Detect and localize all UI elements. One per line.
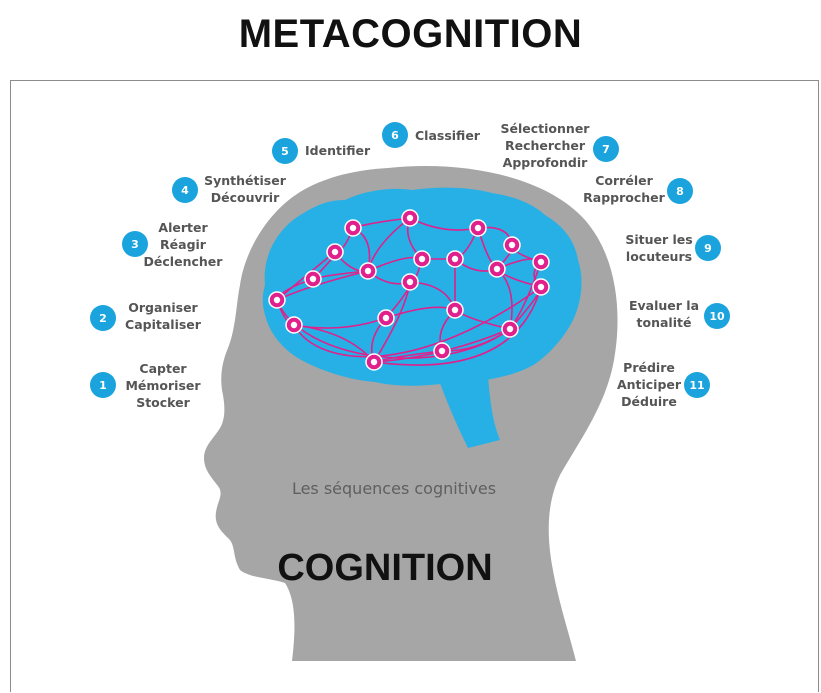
neuron-node <box>433 342 451 360</box>
step-number: 11 <box>689 379 704 392</box>
step-label-line: Rapprocher <box>583 190 665 205</box>
step-10: 10 Evaluer la tonalité <box>629 298 732 331</box>
step-label-line: Identifier <box>305 143 371 158</box>
step-label-line: Sélectionner <box>501 121 591 136</box>
neuron-node <box>532 253 550 271</box>
step-number: 10 <box>709 310 725 323</box>
neuron-node <box>532 278 550 296</box>
neuron-node <box>501 320 519 338</box>
step-label-line: locuteurs <box>626 249 692 264</box>
step-number-badge: 4 <box>170 175 200 205</box>
step-number-badge: 3 <box>120 229 150 259</box>
page-title: METACOGNITION <box>238 12 583 56</box>
step-label-line: tonalité <box>637 315 692 330</box>
step-number: 5 <box>281 145 289 158</box>
step-number-badge: 2 <box>88 303 118 333</box>
subtitle: Les séquences cognitives <box>292 479 496 498</box>
neuron-node <box>401 209 419 227</box>
step-label-line: Déduire <box>621 394 677 409</box>
step-label-line: Evaluer la <box>629 298 699 313</box>
neuron-node <box>469 219 487 237</box>
step-number-badge: 6 <box>380 120 410 150</box>
neural-network <box>268 209 550 371</box>
neuron-node <box>268 291 286 309</box>
neuron-node <box>359 262 377 280</box>
step-label-line: Découvrir <box>211 190 280 205</box>
neuron-node <box>285 316 303 334</box>
step-label-line: Capter <box>139 361 187 376</box>
neuron-node <box>365 353 383 371</box>
neuron-node <box>344 219 362 237</box>
step-label-line: Déclencher <box>144 254 224 269</box>
neuron-node <box>446 301 464 319</box>
step-label-line: Capitaliser <box>125 317 202 332</box>
step-label-line: Rechercher <box>505 138 586 153</box>
step-6: 6 Classifier <box>380 120 481 150</box>
step-label-line: Classifier <box>415 128 481 143</box>
step-label-line: Corréler <box>595 173 653 188</box>
step-9: 9 Situer les locuteurs <box>625 232 723 264</box>
neuron-node <box>377 309 395 327</box>
step-number: 1 <box>99 379 107 392</box>
step-number-badge: 9 <box>693 233 723 263</box>
step-number-badge: 1 <box>88 370 118 400</box>
step-number-badge: 10 <box>702 301 732 331</box>
neural-link <box>373 286 542 366</box>
neuron-node <box>326 243 344 261</box>
neuron-node <box>413 250 431 268</box>
neural-link <box>293 317 387 329</box>
step-label-line: Prédire <box>623 360 675 375</box>
step-5: 5 Identifier <box>270 136 371 166</box>
step-label-line: Réagir <box>160 237 207 252</box>
step-number: 4 <box>181 184 189 197</box>
step-label-line: Synthétiser <box>204 173 287 188</box>
step-label-line: Anticiper <box>617 377 682 392</box>
step-number: 9 <box>704 242 712 255</box>
step-number-badge: 8 <box>665 176 695 206</box>
step-number-badge: 11 <box>682 370 712 400</box>
step-label-line: Organiser <box>128 300 198 315</box>
step-label-line: Situer les <box>625 232 692 247</box>
step-label-line: Alerter <box>158 220 208 235</box>
step-number: 2 <box>99 312 107 325</box>
brain-stem <box>438 376 500 448</box>
step-number-badge: 7 <box>591 134 621 164</box>
step-label-line: Mémoriser <box>125 378 201 393</box>
diagram-frame <box>10 80 819 692</box>
step-number: 7 <box>602 143 610 156</box>
neuron-node <box>503 236 521 254</box>
brain-shape <box>262 187 582 386</box>
step-number: 6 <box>391 129 399 142</box>
step-number: 3 <box>131 238 139 251</box>
step-number: 8 <box>676 185 684 198</box>
step-number-badge: 5 <box>270 136 300 166</box>
neuron-node <box>446 250 464 268</box>
neural-link <box>293 286 542 358</box>
neuron-node <box>304 270 322 288</box>
step-label-line: Approfondir <box>503 155 588 170</box>
step-label-line: Stocker <box>136 395 190 410</box>
neuron-node <box>401 273 419 291</box>
neuron-node <box>488 260 506 278</box>
bottom-label: COGNITION <box>277 547 492 589</box>
